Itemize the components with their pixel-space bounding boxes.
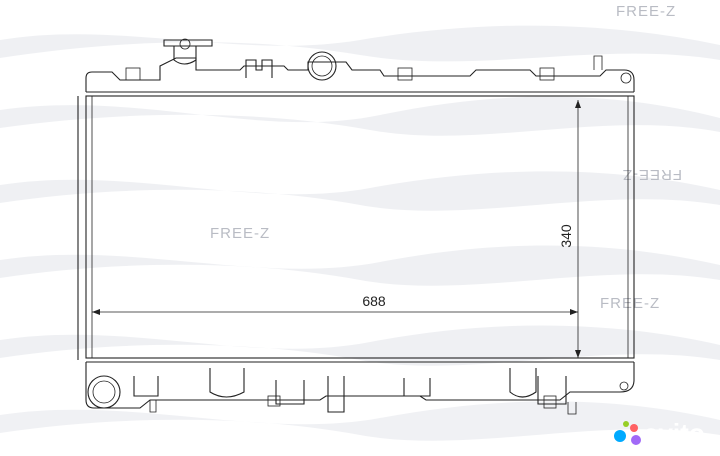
avito-logo-text: avito <box>644 418 705 448</box>
watermark-right: FREE-Z <box>600 295 660 312</box>
width-dimension-label: 688 <box>362 293 386 309</box>
bottom-tank <box>85 361 635 415</box>
dimension-width: 688 <box>92 293 578 315</box>
avito-dots-icon <box>614 421 641 445</box>
radiator-core <box>77 95 635 360</box>
watermark-rotated: FREE-Z <box>622 166 682 183</box>
watermark-left: FREE-Z <box>210 225 270 242</box>
dimension-height: 340 <box>558 100 581 358</box>
watermark-top: FREE-Z <box>616 3 676 20</box>
avito-logo: avito <box>614 418 705 448</box>
background-waves <box>0 25 720 441</box>
height-dimension-label: 340 <box>558 224 574 248</box>
